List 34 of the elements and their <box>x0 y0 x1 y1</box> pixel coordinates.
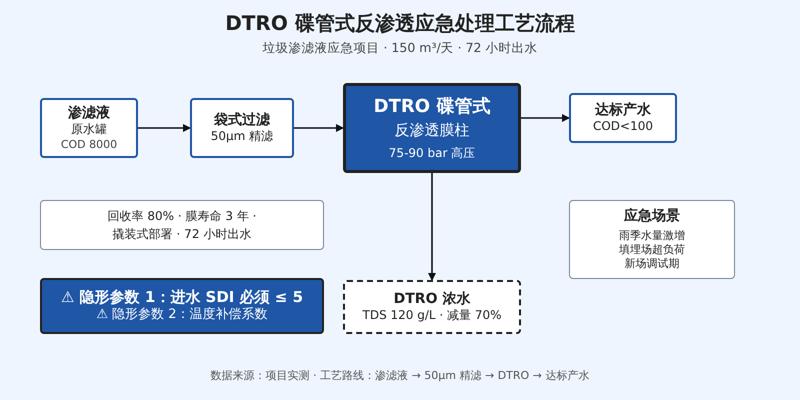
box-text: COD<100 <box>592 119 654 135</box>
box-heading: 袋式过滤 <box>214 111 270 130</box>
warning-box <box>40 278 324 334</box>
process-box <box>190 98 294 158</box>
box-heading: 应急场景 <box>624 207 680 226</box>
box-heading: 达标产水 <box>595 101 651 120</box>
box-text: 50μm 精滤 <box>210 129 274 145</box>
footnote: 数据来源：项目实测 · 工艺路线：渗滤液 → 50μm 精滤 → DTRO → 达标产水 <box>210 368 590 383</box>
box-text: 雨季水量激增 <box>619 228 685 243</box>
box-heading: DTRO 浓水 <box>394 290 470 308</box>
box-text: COD 8000 <box>60 138 118 152</box>
box-text: 填埋场超负荷 <box>619 242 685 258</box>
subtitle: 垃圾渗滤液应急项目 · 150 m³/天 · 72 小时出水 <box>262 40 538 57</box>
box-text: 75-90 bar 高压 <box>388 146 476 162</box>
box-text: 反渗透膜柱 <box>394 121 470 141</box>
arrow <box>521 114 570 122</box>
warning-text: ⚠ 隐形参数 2：温度补偿系数 <box>96 307 268 324</box>
box-text: 回收率 80% · 膜寿命 3 年 · 撬装式部署 · 72 小时出水 <box>107 208 257 243</box>
arrow <box>294 124 344 132</box>
warning-text: ⚠ 隐形参数 1：进水 SDI 必须 ≤ 5 <box>60 288 304 307</box>
title: DTRO 碟管式反渗透应急处理工艺流程 <box>224 10 576 37</box>
box-text: 原水罐 <box>71 122 107 138</box>
arrow <box>428 173 436 281</box>
note-box <box>40 200 324 250</box>
box-heading: DTRO 碟管式 <box>374 94 490 118</box>
arrow <box>138 124 191 132</box>
process-box <box>569 93 677 143</box>
box-heading: 渗滤液 <box>68 104 110 122</box>
output-box <box>343 280 521 334</box>
process-box <box>343 83 521 173</box>
box-text: 新场调试期 <box>624 257 680 272</box>
process-box <box>40 98 138 158</box>
box-text: TDS 120 g/L · 减量 70% <box>362 308 502 324</box>
note-box <box>569 200 735 279</box>
